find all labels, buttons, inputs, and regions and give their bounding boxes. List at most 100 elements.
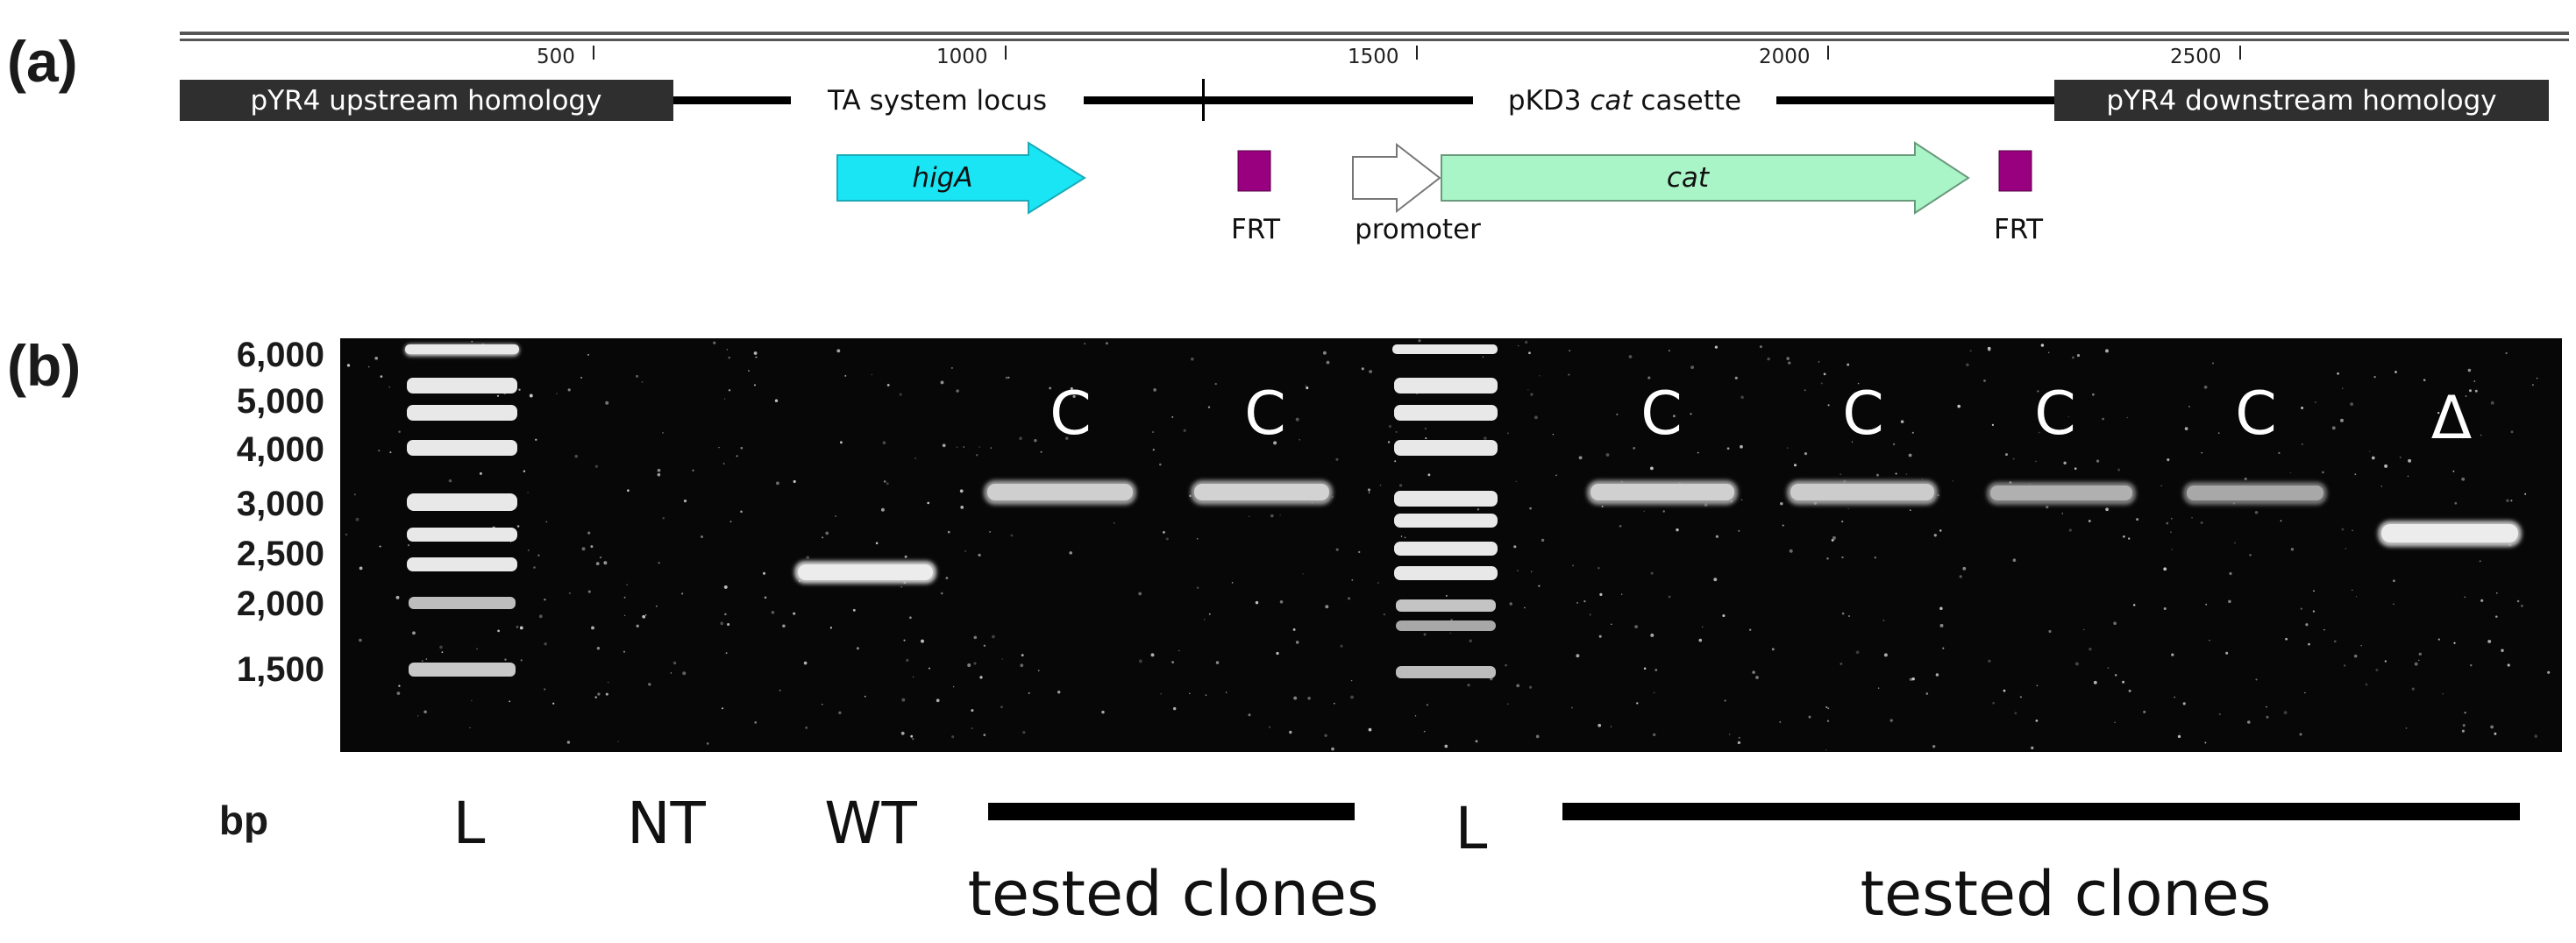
panel-b-label: (b) xyxy=(7,333,81,398)
gel-speckle xyxy=(353,493,356,496)
gel-speckle xyxy=(1020,663,1024,668)
gel-speckle xyxy=(597,692,601,696)
ladder-band xyxy=(1394,542,1498,556)
gel-speckle xyxy=(2132,604,2136,606)
gel-speckle xyxy=(2012,457,2015,460)
gel-speckle xyxy=(623,596,626,599)
ladder-band xyxy=(407,557,517,571)
gel-speckle xyxy=(771,611,775,614)
gel-speckle xyxy=(1150,653,1155,657)
gel-speckle xyxy=(2266,715,2269,719)
gel-speckle xyxy=(1426,704,1428,706)
gel-speckle xyxy=(1957,404,1961,408)
gel-speckle xyxy=(2233,542,2237,544)
gel-speckle xyxy=(2461,729,2465,733)
size-label-3000: 3,000 xyxy=(237,485,324,523)
gel-speckle xyxy=(2228,599,2231,604)
gel-speckle xyxy=(2166,521,2169,525)
gel-speckle xyxy=(2037,390,2039,393)
gel-speckle xyxy=(1576,654,1580,658)
gel-speckle xyxy=(904,555,907,558)
ladder-band xyxy=(1394,405,1498,421)
gel-speckle xyxy=(1839,663,1843,665)
gel-speckle xyxy=(1715,535,1719,538)
gel-speckle xyxy=(1425,437,1427,440)
gel-speckle xyxy=(903,639,906,642)
gel-speckle xyxy=(1028,691,1030,694)
gel-speckle xyxy=(2520,604,2523,607)
gel-speckle xyxy=(1367,488,1371,492)
gel-speckle xyxy=(992,635,995,639)
gel-speckle xyxy=(1734,376,1738,379)
gel-speckle xyxy=(367,365,370,368)
gel-speckle xyxy=(1214,382,1217,386)
gel-speckle xyxy=(940,380,944,385)
gel-speckle xyxy=(723,585,728,589)
gel-speckle xyxy=(764,596,767,599)
gel-speckle xyxy=(527,492,529,493)
gel-speckle xyxy=(700,535,704,539)
gel-speckle xyxy=(1962,566,1967,571)
gel-speckle xyxy=(574,454,578,458)
gel-speckle xyxy=(2203,385,2208,389)
gel-speckle xyxy=(2290,548,2295,551)
gel-speckle xyxy=(1988,348,1991,351)
gel-speckle xyxy=(914,457,916,459)
gel-speckle xyxy=(1189,494,1192,498)
ladder-band xyxy=(1394,566,1498,580)
gel-speckle xyxy=(1847,363,1850,366)
gel-speckle xyxy=(2036,684,2039,687)
gel-speckle xyxy=(1966,363,1969,367)
gel-speckle xyxy=(680,592,684,595)
gel-speckle xyxy=(2547,670,2551,674)
gel-speckle xyxy=(951,367,953,369)
bp-unit-label: bp xyxy=(219,798,268,843)
size-label-2500: 2,500 xyxy=(237,535,324,573)
gel-speckle xyxy=(1524,340,1528,344)
gel-speckle xyxy=(1823,372,1826,376)
gel-speckle xyxy=(662,432,664,434)
band-core xyxy=(1790,484,1934,500)
gel-speckle xyxy=(2442,693,2444,695)
gel-speckle xyxy=(1348,597,1351,600)
lane-label-nt: NT xyxy=(627,790,706,857)
sequence-map: 500 1000 1500 2000 2500 pYR4 upstream ho… xyxy=(180,32,2569,245)
gel-speckle xyxy=(2333,640,2337,643)
gel-speckle xyxy=(2136,518,2139,521)
gel-speckle xyxy=(1231,581,1234,584)
gel-speckle xyxy=(636,624,639,627)
gel-speckle xyxy=(1005,376,1008,379)
gel-speckle xyxy=(2407,475,2409,478)
gel-speckle xyxy=(2465,395,2467,397)
gel-speckle xyxy=(520,659,523,662)
pkd3-label-bg xyxy=(1473,84,1776,117)
size-label-4000: 4,000 xyxy=(237,430,324,469)
gel-speckle xyxy=(2200,521,2203,525)
gel-speckle xyxy=(1350,695,1354,699)
gel-speckle xyxy=(1752,670,1755,674)
gel-speckle xyxy=(910,734,914,738)
gel-speckle xyxy=(2247,720,2251,724)
gel-speckle xyxy=(883,480,886,483)
gel-speckle xyxy=(1601,505,1604,507)
gel-speckle xyxy=(509,700,511,703)
gel-speckle xyxy=(1672,415,1676,418)
gel-speckle xyxy=(836,349,841,353)
gel-speckle xyxy=(2068,528,2072,532)
gel-speckle xyxy=(2105,349,2109,353)
gel-speckle xyxy=(1939,623,1944,627)
gel-speckle xyxy=(1876,473,1879,477)
gel-speckle xyxy=(1295,641,1299,644)
cat-arrow xyxy=(1441,141,1970,215)
gel-speckle xyxy=(990,447,993,450)
gel-speckle xyxy=(2107,667,2110,670)
ladder-band xyxy=(407,493,517,511)
gel-speckle xyxy=(822,536,824,539)
gel-speckle xyxy=(1178,649,1180,652)
gel-speckle xyxy=(776,481,779,486)
gel-speckle xyxy=(900,731,905,735)
pkd3-label-suffix: casette xyxy=(1633,85,1742,117)
ruler-tick xyxy=(2239,46,2241,60)
gel-speckle xyxy=(1827,707,1830,710)
gel-speckle xyxy=(398,684,401,687)
